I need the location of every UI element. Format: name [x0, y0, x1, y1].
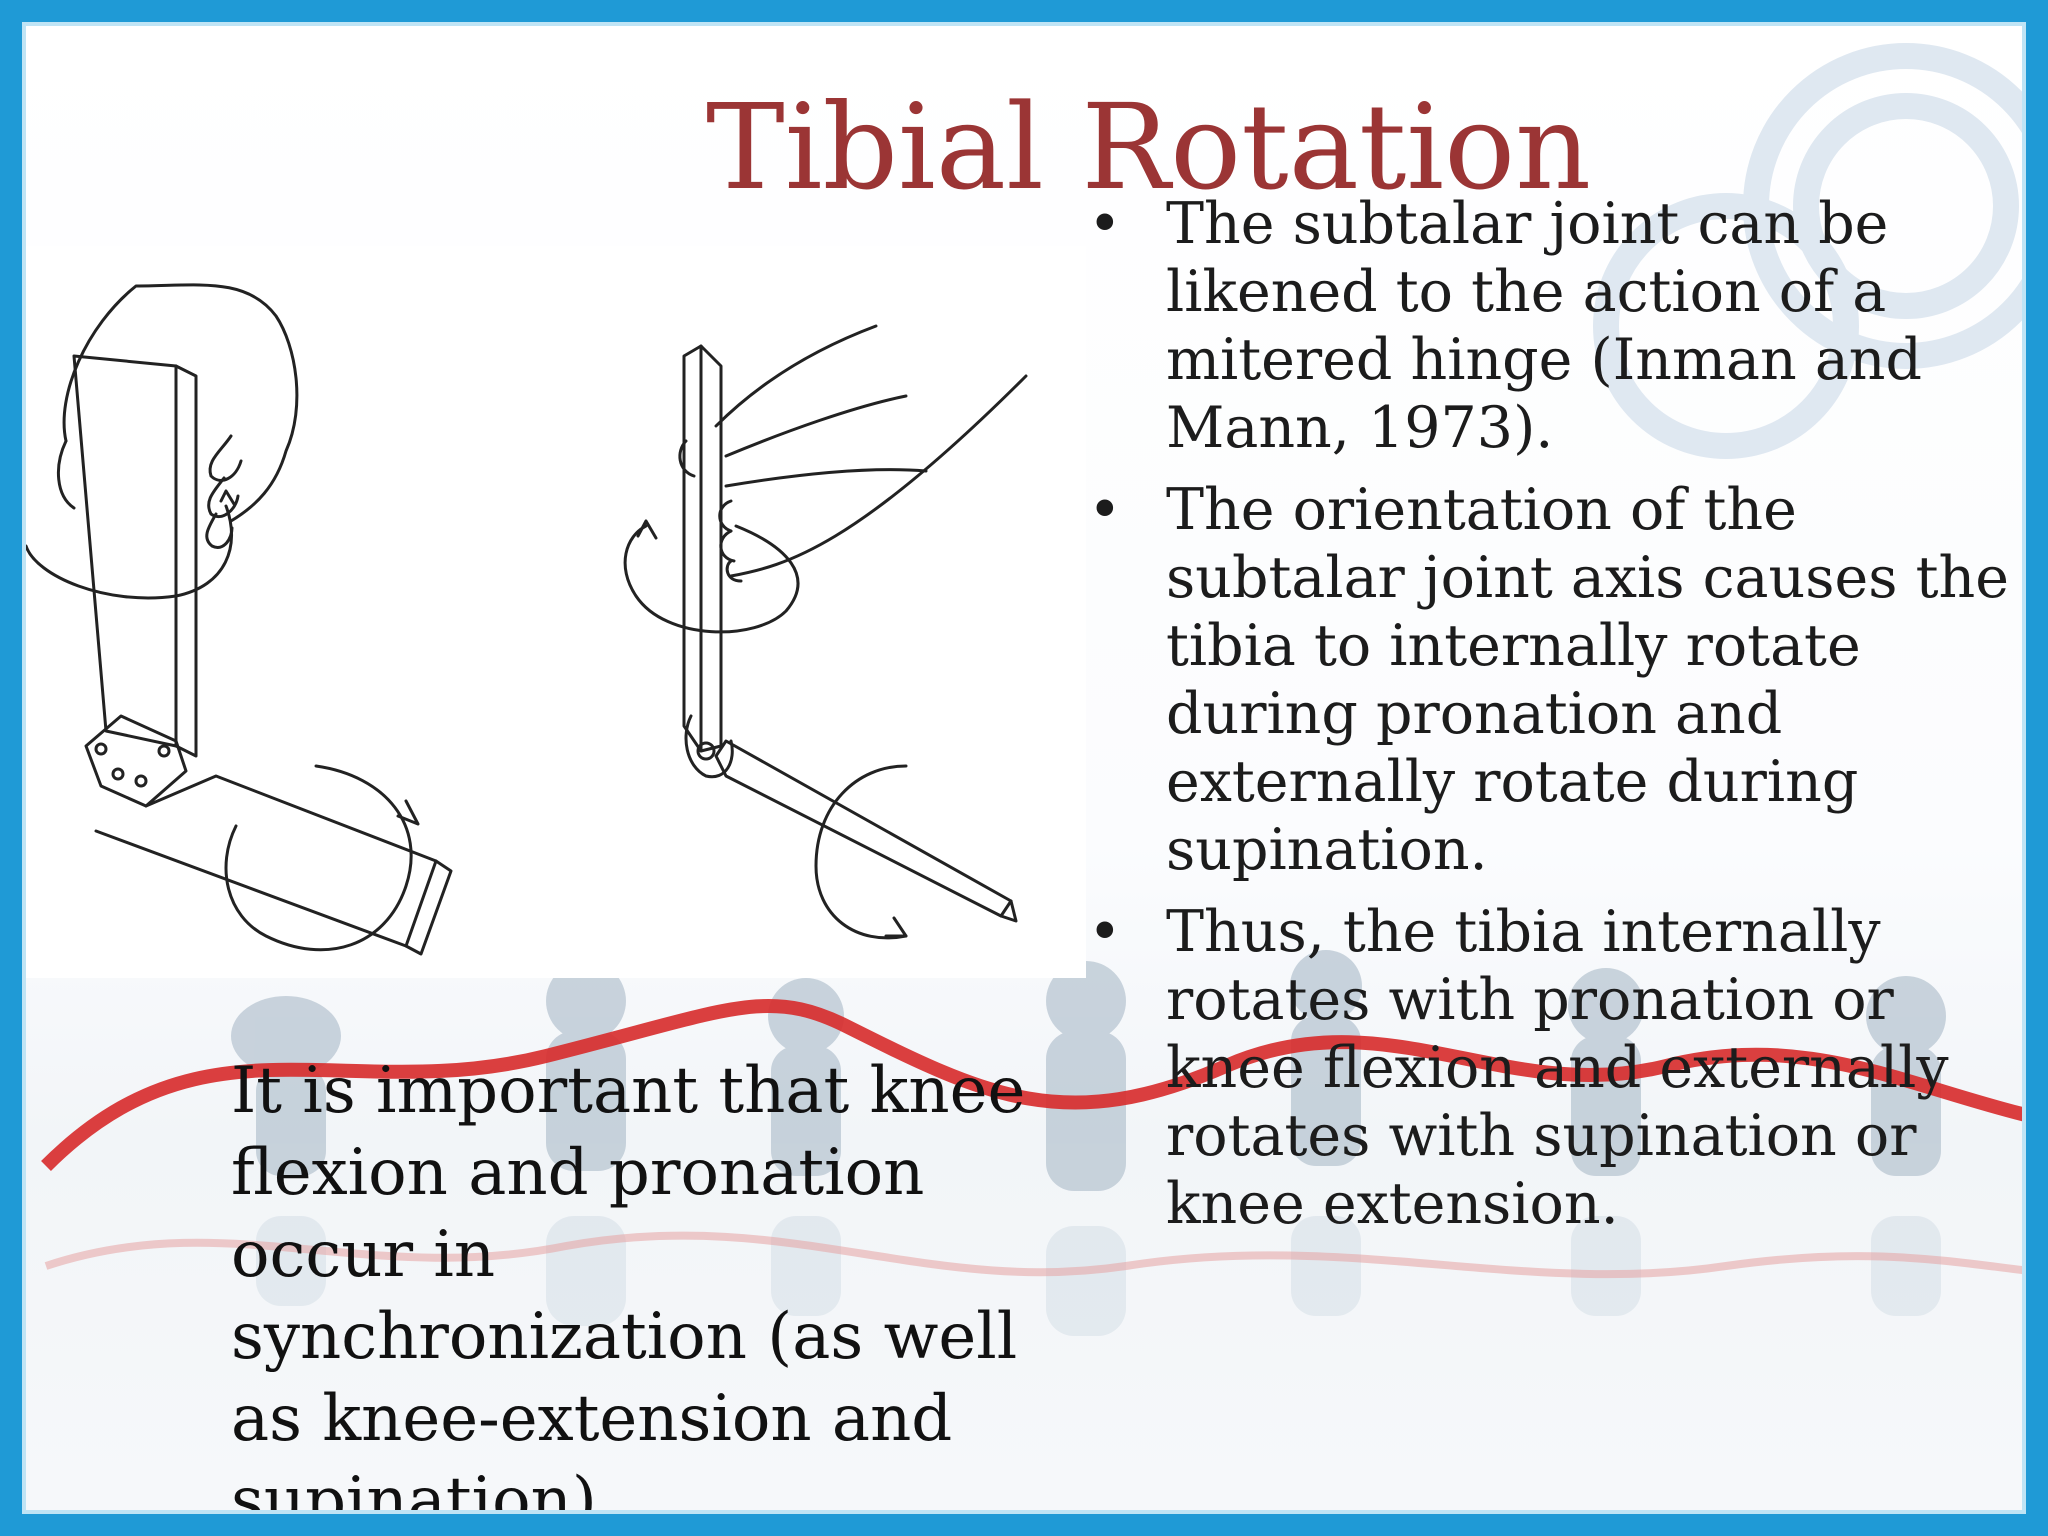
- mitered-hinge-icon: [682, 344, 1018, 923]
- bullet-item: • Thus, the tibia internally rotates wit…: [1088, 898, 2022, 1238]
- slide-title: Tibial Rotation: [706, 78, 1592, 216]
- bullet-icon: •: [1088, 899, 1122, 965]
- bullet-item: • The orientation of the subtalar joint …: [1088, 476, 2022, 884]
- rotation-arrow-icon: [623, 519, 908, 940]
- bullet-item: • The subtalar joint can be likened to t…: [1088, 190, 2022, 462]
- bullet-icon: •: [1088, 477, 1122, 543]
- background-decoration: [41, 43, 2022, 1336]
- bullet-text: The subtalar joint can be likened to the…: [1166, 191, 1923, 461]
- mitered-hinge-figure: [26, 246, 1086, 978]
- synchronization-note: It is important that knee flexion and pr…: [231, 1054, 1026, 1514]
- hand-icon: [56, 283, 299, 549]
- hand-icon: [678, 324, 1028, 583]
- bullet-list: • The subtalar joint can be likened to t…: [1088, 190, 2022, 1252]
- bullet-icon: •: [1088, 191, 1122, 257]
- bullet-text: The orientation of the subtalar joint ax…: [1166, 477, 2009, 883]
- mitered-hinge-illustration: [26, 283, 1028, 956]
- bullet-text: Thus, the tibia internally rotates with …: [1166, 899, 1949, 1237]
- red-ribbon: [41, 999, 2022, 1171]
- rotation-arrow-icon: [26, 489, 420, 952]
- slide-canvas: Tibial Rotation • The subtalar joint can…: [22, 22, 2026, 1514]
- mitered-hinge-icon: [72, 354, 453, 956]
